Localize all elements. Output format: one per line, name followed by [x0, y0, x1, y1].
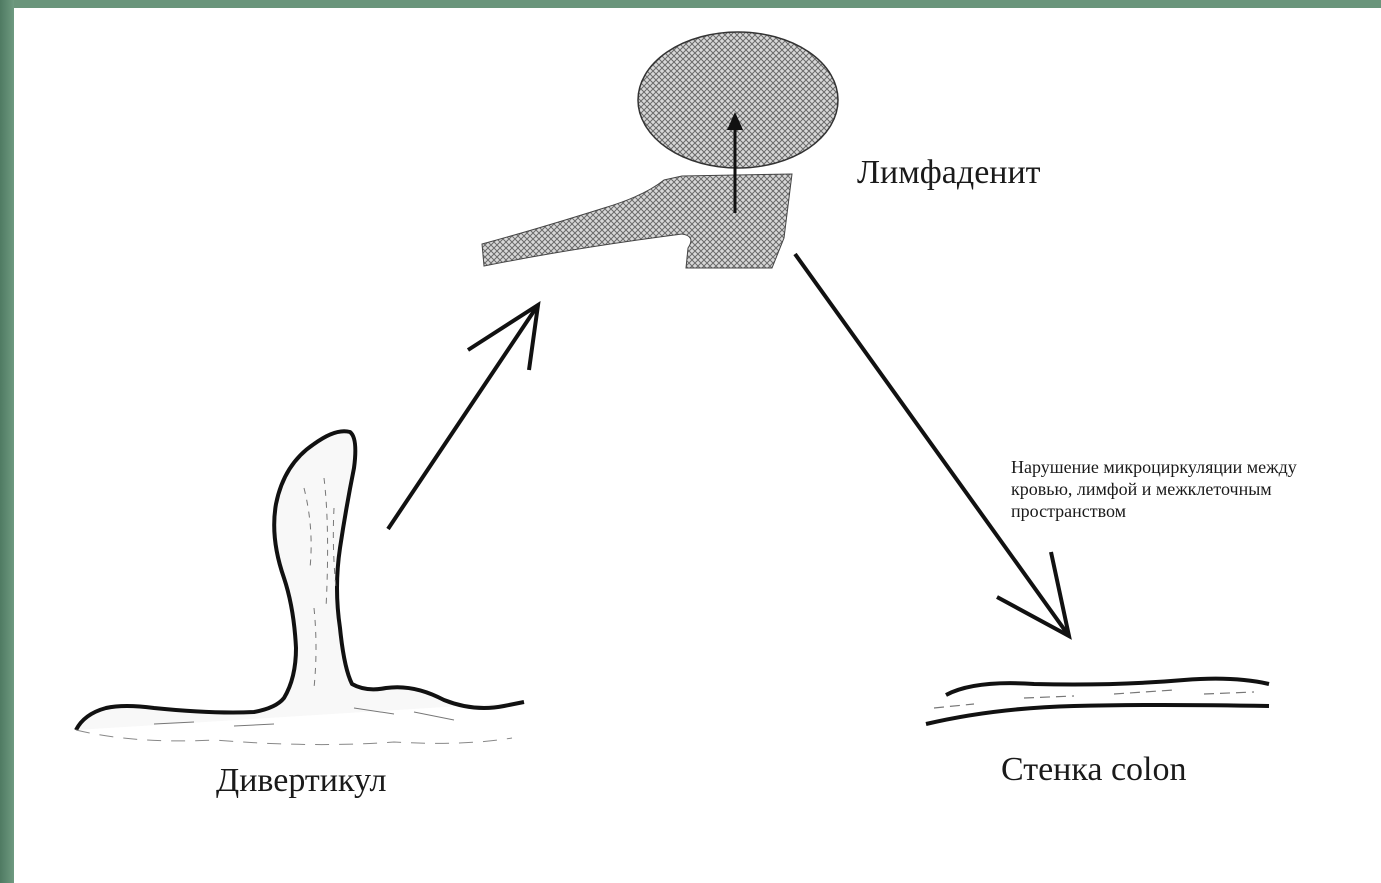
diverticulum-drawing — [76, 431, 524, 744]
arrow-diverticulum-to-lymph — [388, 305, 538, 529]
label-colon-wall: Стенка colon — [1001, 751, 1187, 789]
lymph-vessel-shape — [482, 174, 792, 268]
label-lymphadenitis: Лимфаденит — [857, 154, 1041, 192]
colon-wall-drawing — [926, 679, 1269, 724]
slide-frame-left — [0, 0, 14, 883]
lymph-node-shape — [638, 32, 838, 168]
arrow-lymph-to-colon — [795, 254, 1069, 636]
diagram-canvas: Лимфаденит Нарушение микроциркуляции меж… — [14, 8, 1381, 883]
label-microcirculation: Нарушение микроциркуляции между кровью, … — [1011, 456, 1341, 522]
slide-frame-top — [0, 0, 1381, 8]
label-diverticulum: Дивертикул — [216, 762, 386, 800]
